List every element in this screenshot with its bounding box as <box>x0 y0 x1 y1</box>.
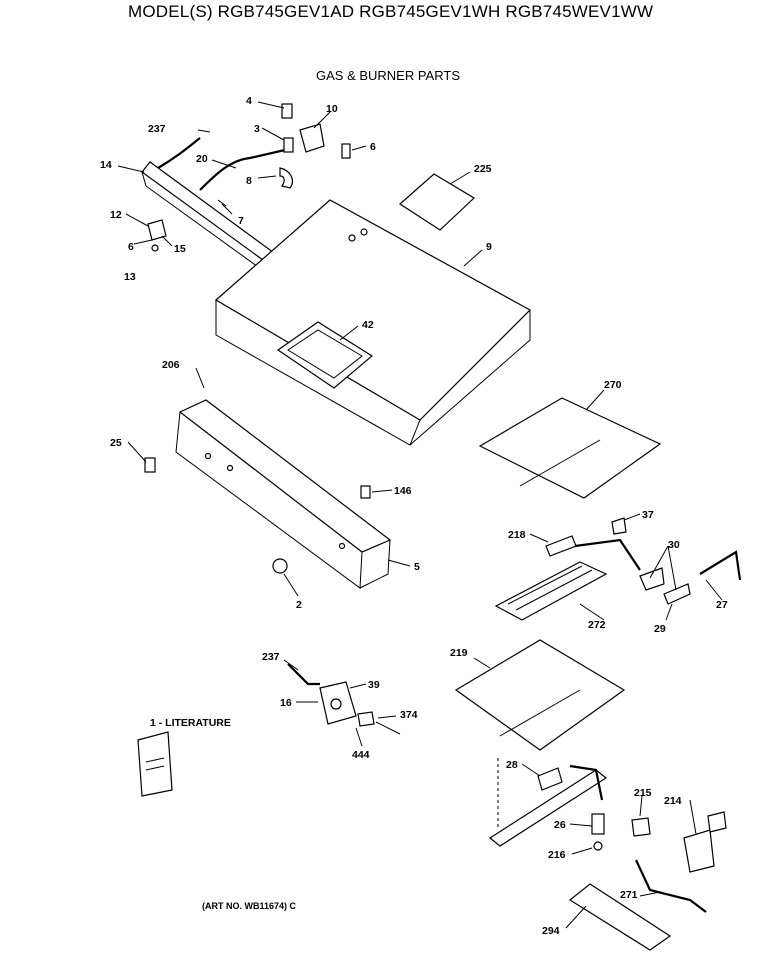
bake-burner <box>488 758 608 851</box>
callout-4: 4 <box>246 95 252 107</box>
callout-8: 8 <box>246 175 252 187</box>
callout-25: 25 <box>110 437 122 449</box>
callout-219: 219 <box>450 647 468 659</box>
literature-booklet <box>137 731 173 797</box>
callout-29: 29 <box>654 623 666 635</box>
regulator-assembly <box>287 663 401 735</box>
callout-labels: 4 10 237 3 6 14 20 8 225 12 7 9 6 15 13 … <box>100 95 728 937</box>
callout-272: 272 <box>588 619 606 631</box>
callout-15: 15 <box>174 243 186 255</box>
clip-25 <box>144 457 156 473</box>
callout-225: 225 <box>474 163 492 175</box>
callout-9: 9 <box>486 241 492 253</box>
callout-146: 146 <box>394 485 412 497</box>
callout-16: 16 <box>280 697 292 709</box>
callout-7: 7 <box>238 215 244 227</box>
callout-42: 42 <box>362 319 374 331</box>
bracket-146 <box>360 485 371 499</box>
callout-374: 374 <box>400 709 418 721</box>
art-number: (ART NO. WB11674) C <box>202 901 297 911</box>
callout-215: 215 <box>634 787 652 799</box>
callout-270: 270 <box>604 379 622 391</box>
manifold-panel <box>175 399 392 589</box>
plate-225 <box>399 173 475 231</box>
callout-216: 216 <box>548 849 566 861</box>
callout-literature: 1 - LITERATURE <box>150 717 231 729</box>
callout-271: 271 <box>620 889 638 901</box>
callout-30: 30 <box>668 539 680 551</box>
diagram-subtitle: GAS & BURNER PARTS <box>316 68 460 83</box>
knob-2 <box>272 558 288 574</box>
callout-2: 2 <box>296 599 302 611</box>
callout-214: 214 <box>664 795 682 807</box>
callout-444: 444 <box>352 749 370 761</box>
diagram-title: MODEL(S) RGB745GEV1AD RGB745GEV1WH RGB74… <box>128 2 654 21</box>
callout-37: 37 <box>642 509 654 521</box>
shield-270 <box>478 397 662 499</box>
burner-box <box>214 199 531 446</box>
callout-26: 26 <box>554 819 566 831</box>
manifold-assembly <box>141 103 351 291</box>
leader-lines <box>117 101 723 929</box>
callout-294: 294 <box>542 925 560 937</box>
callout-10: 10 <box>326 103 338 115</box>
callout-28: 28 <box>506 759 518 771</box>
burner-272 <box>494 517 742 621</box>
panel-219 <box>454 639 626 751</box>
callout-14: 14 <box>100 159 112 171</box>
callout-218: 218 <box>508 529 526 541</box>
callout-13: 13 <box>124 271 136 283</box>
callout-6-left: 6 <box>128 241 134 253</box>
callout-20: 20 <box>196 153 208 165</box>
callout-6-top: 6 <box>370 141 376 153</box>
callout-237-top: 237 <box>148 123 166 135</box>
callout-12: 12 <box>110 209 122 221</box>
callout-237-mid: 237 <box>262 651 280 663</box>
bake-valve-assembly <box>631 811 727 913</box>
callout-3: 3 <box>254 123 260 135</box>
callout-206: 206 <box>162 359 180 371</box>
callout-39: 39 <box>368 679 380 691</box>
callout-5: 5 <box>414 561 420 573</box>
callout-27: 27 <box>716 599 728 611</box>
rail-294 <box>568 883 672 951</box>
